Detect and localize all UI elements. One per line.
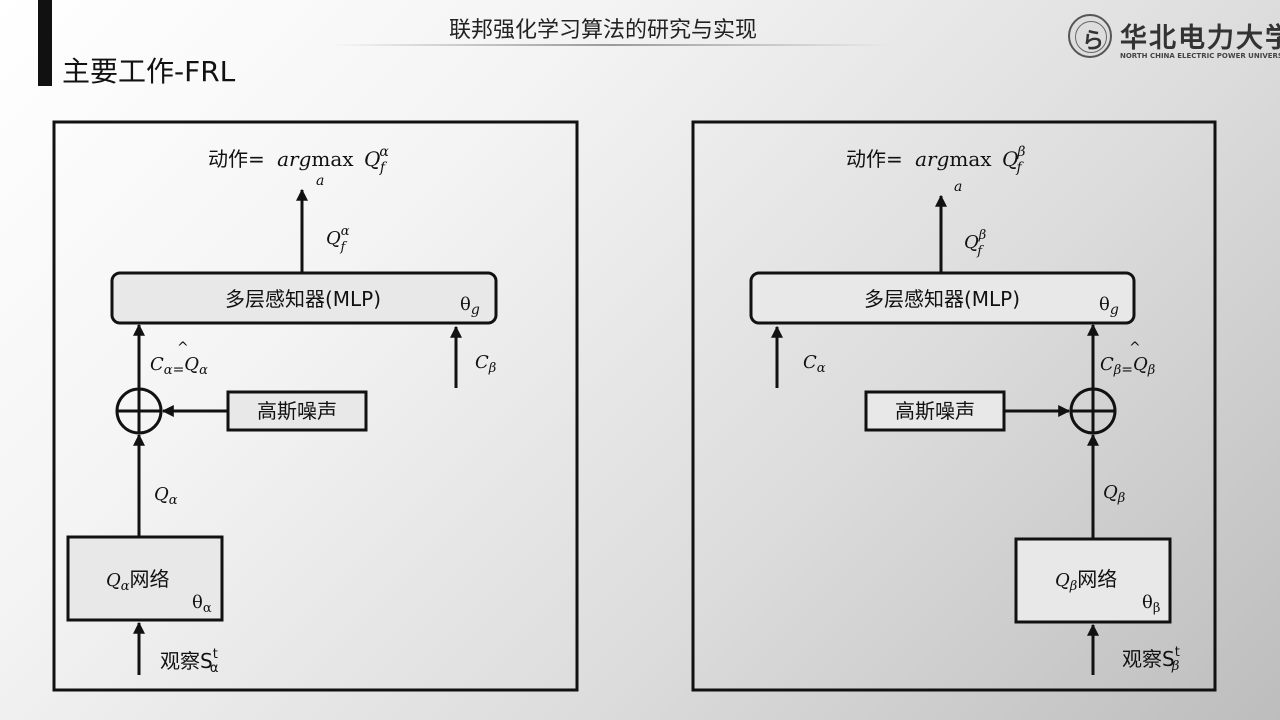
right-c-own-label: Cβ=Qβ <box>1100 354 1155 378</box>
presentation-title: 联邦强化学习算法的研究与实现 <box>448 18 757 43</box>
right-frame <box>691 120 1217 692</box>
university-name-en: NORTH CHINA ELECTRIC POWER UNIVERSITY <box>1120 52 1280 60</box>
left-q-network-label: Qα网络 <box>106 567 170 594</box>
left-noise-label: 高斯噪声 <box>257 399 337 423</box>
left-frame <box>52 120 579 692</box>
right-noise-label: 高斯噪声 <box>895 399 975 423</box>
left-mlp-label: 多层感知器(MLP) <box>225 287 381 311</box>
right-mlp-label: 多层感知器(MLP) <box>864 287 1020 311</box>
left-mlp-theta: θg <box>460 294 480 318</box>
university-seal-icon: ら <box>1068 14 1112 58</box>
left-hat-mark: ^ <box>177 340 189 356</box>
right-q-network-box <box>1014 537 1172 624</box>
left-q-network-theta: θα <box>192 592 212 616</box>
right-mlp-box <box>749 271 1136 325</box>
right-q-label: Qβ <box>1103 482 1125 506</box>
slide-title: 主要工作-FRL <box>62 55 236 88</box>
university-logo: ら 华北电力大学 NORTH CHINA ELECTRIC POWER UNIV… <box>1068 12 1280 66</box>
right-hat-mark: ^ <box>1129 340 1141 356</box>
right-adder-icon <box>1069 387 1117 435</box>
title-accent-bar <box>38 0 52 86</box>
left-q-network-box <box>66 535 224 622</box>
right-c-other-label: Cα <box>803 352 826 376</box>
right-argmax-subscript: a <box>954 179 962 195</box>
header-divider <box>330 44 890 46</box>
right-q-network-label: Qβ网络 <box>1055 567 1117 594</box>
left-argmax-subscript: a <box>316 173 324 189</box>
university-name-cn: 华北电力大学 <box>1120 23 1280 54</box>
left-mlp-box <box>110 271 498 325</box>
left-q-label: Qα <box>154 484 178 508</box>
right-q-network-theta: θβ <box>1142 592 1160 616</box>
left-noise-box <box>226 390 368 432</box>
left-c-own-label: Cα=Qα <box>150 354 208 378</box>
left-c-other-label: Cβ <box>475 352 496 376</box>
right-noise-box <box>864 390 1006 432</box>
left-adder-icon <box>115 387 163 435</box>
right-mlp-theta: θg <box>1099 294 1119 318</box>
